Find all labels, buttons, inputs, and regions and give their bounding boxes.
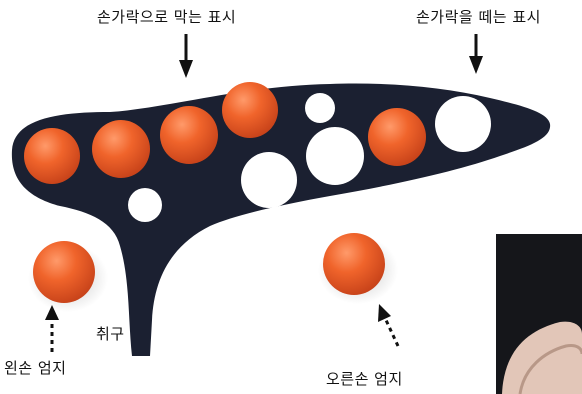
closed-hole-indicator-label: 손가락으로 막는 표시 — [97, 6, 236, 27]
arrow-right-thumb — [378, 304, 398, 346]
hole-8-closed — [368, 108, 426, 166]
right-thumb-label: 오른손 엄지 — [326, 368, 403, 389]
hole-3-closed — [160, 106, 218, 164]
hole-9-open — [435, 96, 491, 152]
mouthpiece-label: 취구 — [96, 323, 125, 344]
left-thumb-label: 왼손 엄지 — [4, 357, 66, 378]
left-thumb-hole-closed — [33, 241, 95, 303]
arrow-open-indicator — [469, 34, 483, 74]
hole-1-closed — [24, 128, 80, 184]
hole-5-open — [305, 93, 335, 123]
small-hole-open — [128, 188, 162, 222]
arrow-left-thumb — [45, 305, 59, 352]
hole-6-open — [306, 127, 364, 185]
open-hole-indicator-label: 손가락을 떼는 표시 — [416, 6, 541, 27]
arrow-closed-indicator — [179, 34, 193, 78]
hole-4-closed — [222, 82, 278, 138]
hand-photo-fragment — [496, 234, 582, 394]
right-thumb-hole-closed — [323, 233, 385, 295]
hole-2-closed — [92, 120, 150, 178]
hole-7-open — [241, 152, 297, 208]
